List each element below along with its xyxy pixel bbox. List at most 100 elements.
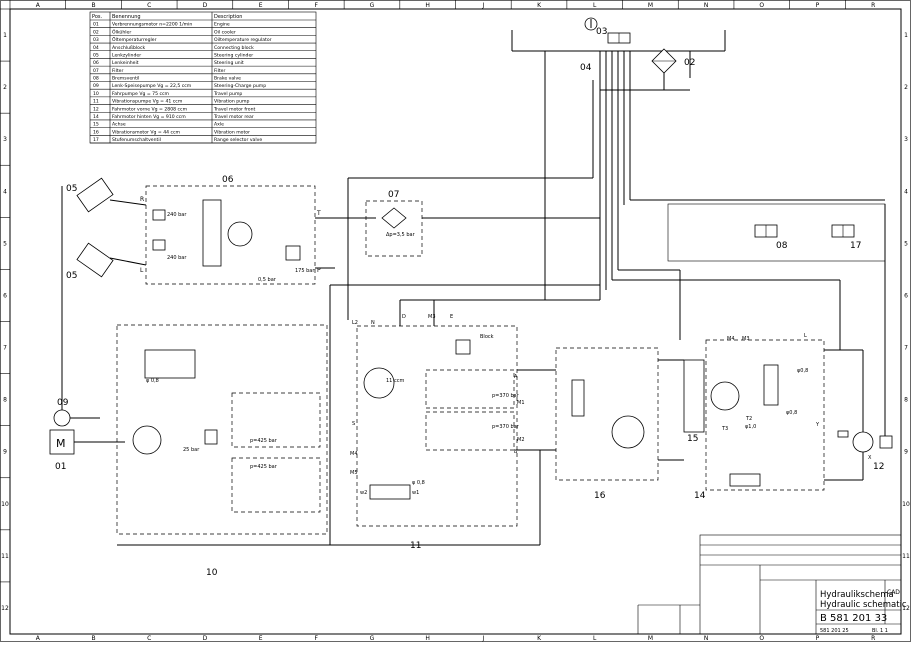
parts-row-name: Lenk-Speisepumpe Vg = 22,5 ccm (112, 83, 192, 89)
row-marker-left: 11 (1, 553, 9, 560)
port-M3: M3 (428, 314, 436, 320)
row-marker-left: 7 (3, 345, 7, 352)
p175: 175 bar (295, 268, 315, 274)
parts-row-name: Fahrpumpe Vg = 75 ccm (112, 91, 170, 97)
rear-M4: M4 (727, 336, 735, 342)
row-marker-left: 10 (1, 501, 9, 508)
parts-row-name: Lenkeinheit (112, 60, 139, 66)
port-M5: M5 (350, 470, 358, 476)
parts-row-pos: 16 (93, 129, 99, 135)
column-marker-top: M (648, 2, 653, 9)
parts-row-pos: 10 (93, 91, 99, 97)
rear-drive: 14 15 φ0,8 φ0,8 φ1,0 M4 M3 L T3 T2 (683, 333, 825, 501)
column-marker-bottom: A (36, 635, 41, 642)
parts-row-name: Vibrationsmotor Vg = 44 ccm (112, 129, 181, 135)
label-04: 04 (580, 63, 592, 73)
parts-row-name: Achse (112, 122, 126, 128)
column-marker-top: B (91, 2, 95, 9)
row-marker-right: 12 (902, 605, 910, 612)
label-05-bottom: 05 (66, 271, 77, 281)
column-marker-top: N (704, 2, 709, 9)
row-marker-right: 6 (904, 292, 908, 299)
row-marker-right: 7 (904, 345, 908, 352)
axle-icon (683, 359, 705, 433)
parts-row-name: Filter (112, 68, 123, 74)
column-marker-bottom: D (203, 635, 208, 642)
column-marker-top: L (593, 2, 597, 9)
row-marker-left: 5 (3, 240, 7, 247)
top-assembly: 03 04 02 (511, 17, 726, 300)
column-marker-bottom: N (704, 635, 709, 642)
rear-L: L (804, 333, 807, 339)
vibration-motor-icon (611, 415, 645, 449)
row-marker-left: 2 (3, 84, 7, 91)
phi08b: φ 0,8 (412, 480, 425, 486)
parts-row-pos: 12 (93, 106, 99, 112)
front-drive: 12 Y X (815, 422, 893, 472)
engine-and-charge-pump: M 01 09 (49, 186, 125, 472)
rear-T2: T2 (745, 416, 752, 422)
phi08a: φ 0,8 (146, 378, 159, 384)
parts-row-desc: Filter (214, 68, 225, 74)
p370b: p=370 bar (492, 424, 520, 430)
label-16: 16 (594, 491, 606, 501)
p425b: p=425 bar (250, 464, 278, 470)
label-12: 12 (873, 462, 884, 472)
port-S: S (352, 421, 355, 427)
table-header-desc: Description (214, 14, 242, 20)
row-marker-right: 4 (904, 188, 908, 195)
column-marker-top: H (425, 2, 430, 9)
port-M4: M4 (350, 451, 358, 457)
valves-08-17: 08 17 (667, 203, 886, 262)
phi08c: φ0,8 (797, 368, 808, 374)
column-marker-bottom: G (370, 635, 375, 642)
column-marker-top: G (370, 2, 375, 9)
label-15: 15 (687, 434, 698, 444)
rear-M3: M3 (742, 336, 750, 342)
parts-row-desc: Axle (214, 122, 224, 128)
parts-row-pos: 17 (93, 137, 99, 143)
parts-row-pos: 11 (93, 99, 99, 105)
column-marker-bottom: M (648, 635, 653, 642)
sheet-number: Bl. 1 1 (872, 628, 888, 634)
column-marker-top: J (481, 2, 484, 9)
column-marker-top: O (759, 2, 764, 9)
port-M2: M2 (517, 437, 525, 443)
parts-row-name: Öltemperaturregler (112, 36, 157, 43)
steering-valve-block (202, 199, 222, 267)
port-L1: L (140, 267, 144, 274)
parts-row-name: Ölkühler (112, 28, 131, 35)
p240a: 240 bar (167, 212, 187, 218)
label-09: 09 (57, 398, 69, 408)
ccm11: 11 ccm (386, 378, 404, 384)
row-marker-right: 2 (904, 84, 908, 91)
column-marker-bottom: R (871, 635, 875, 642)
row-marker-left: 6 (3, 292, 7, 299)
vibration-pump-icon (363, 367, 395, 399)
column-marker-bottom: K (537, 635, 542, 642)
phi10: φ1,0 (745, 424, 756, 430)
row-marker-right: 3 (904, 136, 908, 143)
port-A: A (514, 374, 518, 380)
charge-pump-icon (53, 409, 71, 427)
rear-T3: T3 (721, 426, 728, 432)
label-03: 03 (596, 27, 607, 37)
label-10: 10 (206, 568, 218, 578)
column-marker-top: D (203, 2, 208, 9)
column-marker-bottom: F (315, 635, 319, 642)
port-E: E (450, 314, 453, 320)
table-header-name: Benennung (112, 14, 141, 20)
port-w1: w1 (412, 490, 419, 496)
column-marker-bottom: J (481, 635, 484, 642)
parts-row-desc: Range selector valve (214, 137, 262, 143)
port-B: B (514, 449, 518, 455)
label-05-top: 05 (66, 184, 77, 194)
port-w2: w2 (360, 490, 367, 496)
parts-row-name: Fahrmotor hinten Vg = 910 ccm (112, 114, 186, 120)
parts-row-name: Lenkzylinder (112, 52, 141, 58)
row-marker-right: 9 (904, 449, 908, 456)
parts-row-pos: 04 (93, 45, 99, 51)
